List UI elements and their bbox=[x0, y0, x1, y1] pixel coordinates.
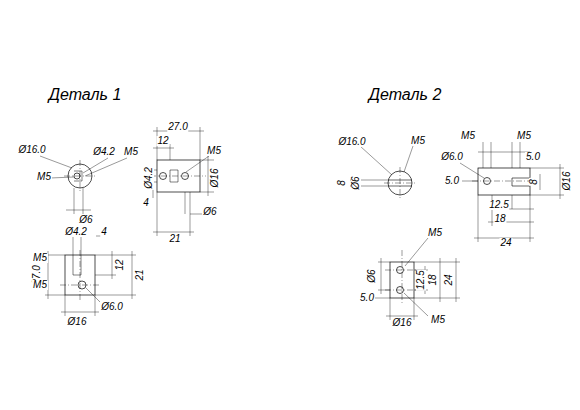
part2-side-view bbox=[460, 142, 564, 242]
dimension-label: M5 bbox=[460, 131, 476, 141]
dimension-label: 12.5 bbox=[488, 200, 509, 210]
part2-front-view bbox=[350, 146, 416, 199]
dimension-label: M5 bbox=[206, 146, 222, 156]
dimension-label: Ø16.0 bbox=[17, 145, 46, 155]
dimension-label: Ø4.2 bbox=[92, 147, 116, 157]
dimension-label: 18 bbox=[428, 273, 438, 286]
dimension-label: Ø16.0 bbox=[337, 137, 366, 147]
dimension-label: Ø6 bbox=[367, 268, 377, 283]
dimension-label: M5 bbox=[427, 228, 443, 238]
dimension-label: M5 bbox=[410, 136, 426, 146]
dimension-label: Ø16 bbox=[392, 318, 413, 328]
dimension-label: M5 bbox=[32, 280, 48, 290]
dimension-label: 5.0 bbox=[359, 293, 375, 303]
dimension-label: Ø16 bbox=[562, 171, 572, 192]
part1-front-view bbox=[40, 156, 127, 214]
dimension-label: 8 bbox=[337, 179, 347, 187]
dimension-label: Ø4.2 bbox=[64, 227, 88, 237]
dimension-label: Ø6.0 bbox=[100, 302, 124, 312]
dimension-label: Ø6 bbox=[351, 175, 361, 190]
part-title: Деталь 1 bbox=[48, 87, 123, 103]
dimension-label: Ø16 bbox=[210, 168, 220, 189]
dimension-label: Ø16 bbox=[67, 317, 88, 327]
dimension-label: 4 bbox=[142, 198, 150, 208]
dimension-label: 4 bbox=[100, 227, 108, 237]
dimension-label: 24 bbox=[444, 273, 454, 286]
dimension-label: M5 bbox=[32, 253, 48, 263]
part-title: Деталь 2 bbox=[368, 87, 443, 103]
dimension-label: Ø6 bbox=[202, 207, 217, 217]
dimension-label: Ø6 bbox=[78, 215, 93, 225]
dimension-label: 5.0 bbox=[525, 152, 541, 162]
dimension-label: 12 bbox=[115, 258, 125, 271]
dimension-label: 12 bbox=[156, 136, 169, 146]
part1-top-view bbox=[45, 236, 136, 316]
dimension-label: Ø6.0 bbox=[440, 152, 464, 162]
dimension-label: 8 bbox=[529, 178, 539, 186]
part1-side-view bbox=[150, 127, 214, 236]
dimension-label: 21 bbox=[135, 268, 145, 281]
dimension-label: M5 bbox=[430, 315, 446, 325]
dimension-label: Ø4.2 bbox=[144, 166, 154, 190]
dimension-label: 5.0 bbox=[444, 176, 460, 186]
dimension-label: 18 bbox=[493, 214, 506, 224]
dimension-label: 27.0 bbox=[167, 122, 188, 132]
dimension-label: M5 bbox=[123, 147, 139, 157]
part2-bottom-view bbox=[372, 238, 460, 320]
dimension-label: M5 bbox=[516, 131, 532, 141]
dimension-label: 24 bbox=[499, 238, 512, 248]
dimension-label: M5 bbox=[36, 172, 52, 182]
dimension-label: 21 bbox=[168, 234, 181, 244]
dimension-label: 12.5 bbox=[416, 269, 426, 290]
